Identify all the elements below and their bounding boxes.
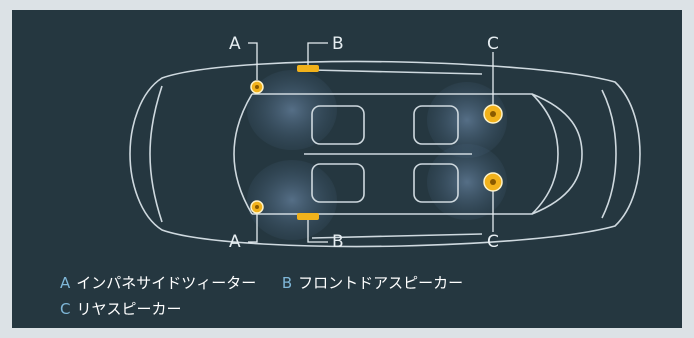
leader-a-bottom bbox=[248, 214, 258, 243]
car-outline bbox=[129, 60, 641, 248]
speaker-b-top bbox=[297, 65, 319, 72]
windshield bbox=[233, 93, 253, 215]
speaker-c-top bbox=[483, 104, 503, 124]
trunk-line bbox=[601, 89, 617, 219]
hood-line bbox=[149, 85, 163, 223]
beam-rear-right bbox=[427, 144, 507, 220]
callout-c-top: C bbox=[487, 34, 499, 54]
legend-letter-c: C bbox=[60, 300, 71, 318]
rear-seat-right bbox=[413, 163, 459, 203]
beam-front-left bbox=[247, 70, 337, 150]
callout-a-top: A bbox=[229, 34, 241, 54]
callout-c-bottom: C bbox=[487, 232, 499, 252]
callout-b-top: B bbox=[332, 34, 344, 54]
speaker-c-bottom bbox=[483, 172, 503, 192]
speaker-a-top bbox=[250, 80, 264, 94]
legend-row-2: C リヤスピーカー bbox=[60, 298, 182, 319]
car-body bbox=[129, 60, 641, 248]
legend-item-a: A インパネサイドツィーター bbox=[60, 274, 261, 292]
beam-rear-left bbox=[427, 82, 507, 158]
callout-a-bottom: A bbox=[229, 232, 241, 252]
legend-row-1: A インパネサイドツィーター B フロントドアスピーカー bbox=[60, 272, 463, 293]
legend-item-c: C リヤスピーカー bbox=[60, 300, 182, 318]
roof-line-bottom bbox=[311, 233, 483, 239]
rear-seat-left bbox=[413, 105, 459, 145]
legend-text-c: リヤスピーカー bbox=[76, 300, 182, 318]
front-seat-right bbox=[311, 163, 365, 203]
rear-window bbox=[531, 93, 583, 215]
car-speaker-diagram bbox=[129, 42, 641, 248]
legend-letter-b: B bbox=[281, 274, 293, 292]
speaker-b-bottom bbox=[297, 213, 319, 220]
diagram-panel: A B C A B C A インパネサイドツィーター B フロントドアスピーカー C… bbox=[12, 10, 682, 328]
beam-front-right bbox=[247, 160, 337, 240]
legend-text-a: インパネサイドツィーター bbox=[76, 274, 257, 292]
leader-b-bottom bbox=[307, 220, 328, 243]
front-seat-left bbox=[311, 105, 365, 145]
legend-item-b: B フロントドアスピーカー bbox=[282, 274, 463, 292]
leader-lines bbox=[248, 42, 494, 243]
leader-b-top bbox=[307, 42, 328, 65]
callout-b-bottom: B bbox=[332, 232, 344, 252]
cabin-outline bbox=[252, 93, 559, 215]
roof-line-top bbox=[311, 69, 483, 75]
speaker-a-bottom bbox=[250, 200, 264, 214]
legend-text-b: フロントドアスピーカー bbox=[298, 274, 464, 292]
legend-letter-a: A bbox=[60, 274, 71, 292]
leader-a-top bbox=[248, 42, 258, 80]
